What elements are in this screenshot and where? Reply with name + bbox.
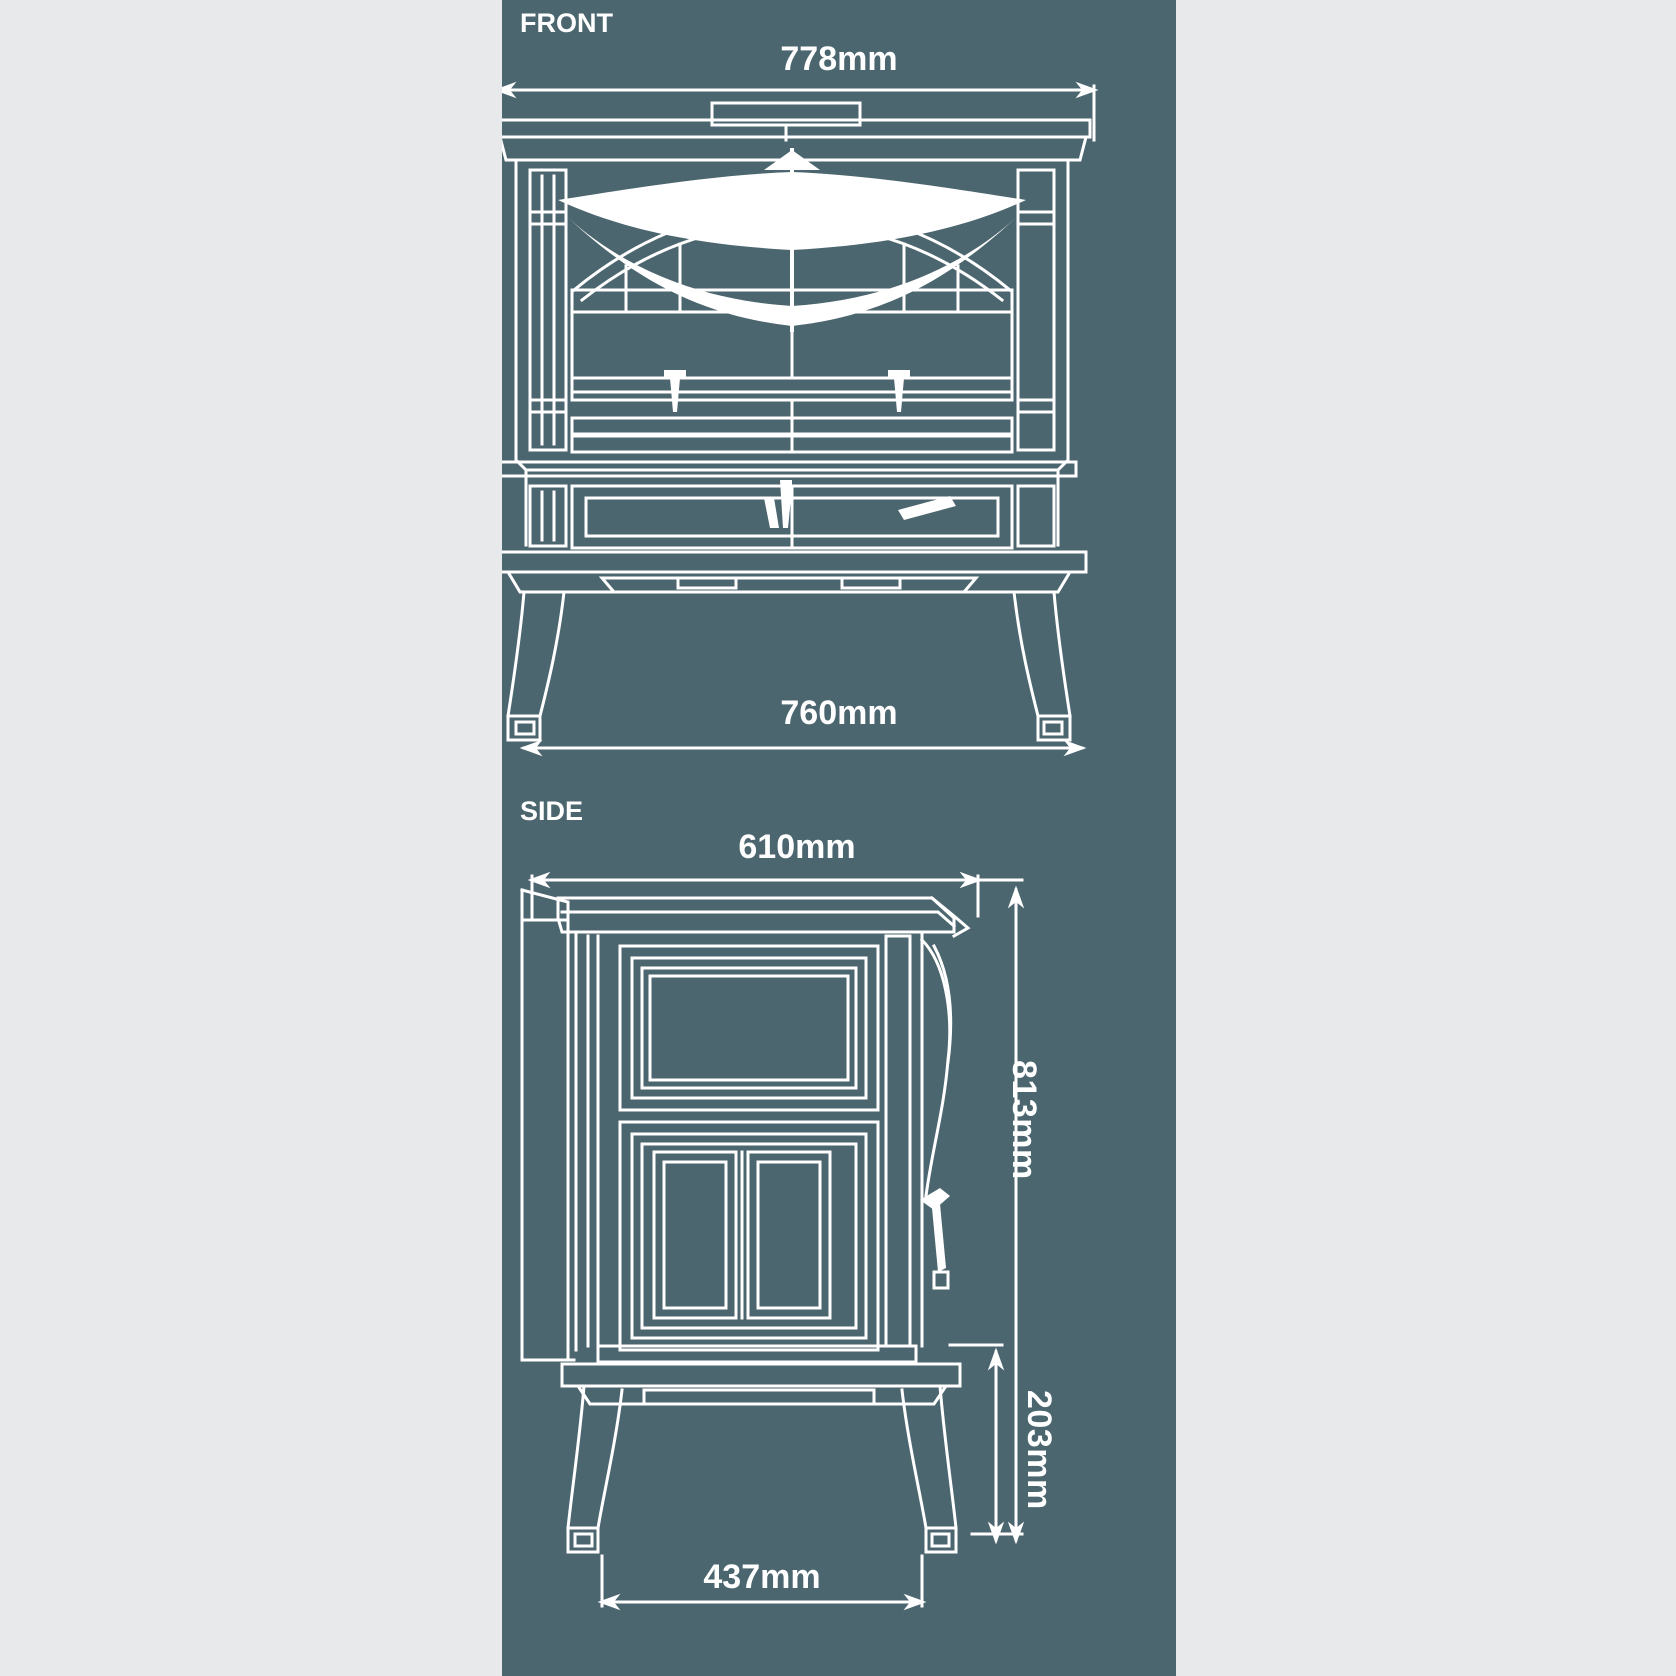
side-leg-height-dimension-label: 203mm <box>1020 1390 1058 1510</box>
side-view-label: SIDE <box>520 796 583 826</box>
side-view-stove <box>520 888 971 1554</box>
side-base-dimension-label: 437mm <box>703 1558 820 1596</box>
dimension-drawing-panel: FRONT 778mm <box>502 0 1176 1676</box>
side-top-dimension-label: 610mm <box>738 828 855 866</box>
front-bottom-dimension-label: 760mm <box>780 694 897 732</box>
front-top-dimension-label: 778mm <box>780 40 897 78</box>
technical-drawing-svg: FRONT 778mm <box>502 8 1096 1609</box>
front-view-label: FRONT <box>520 8 613 38</box>
side-height-dimension-label: 813mm <box>1005 1060 1043 1180</box>
front-view-stove <box>502 101 1092 742</box>
